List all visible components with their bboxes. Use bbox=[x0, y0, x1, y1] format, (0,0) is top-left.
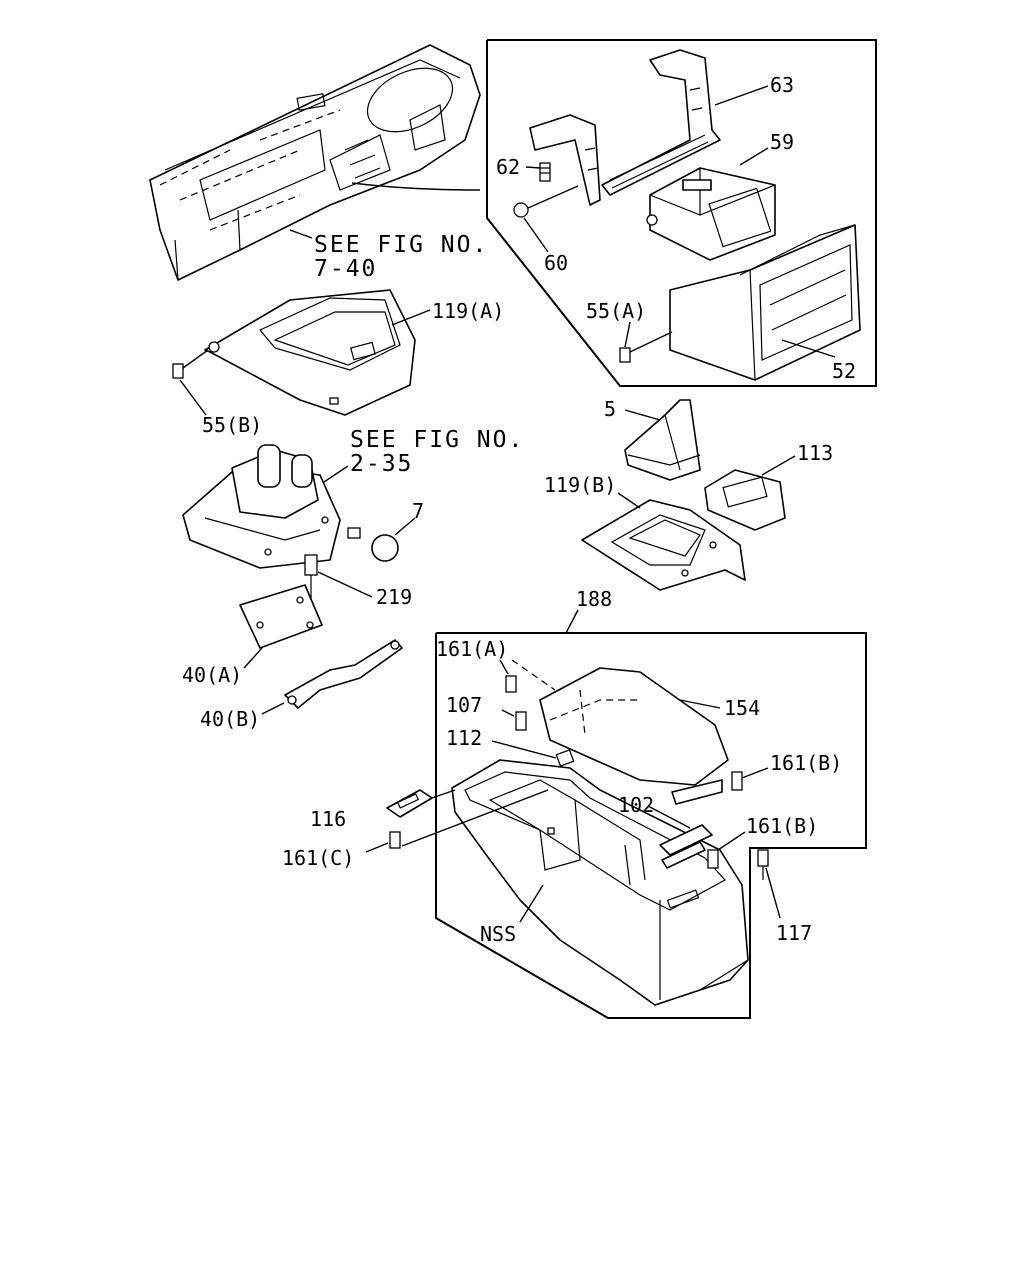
callout-117: 117 bbox=[776, 921, 812, 945]
screw-161c: 161(C) bbox=[282, 789, 549, 870]
screw-161b-upper: 161(B) bbox=[731, 751, 842, 791]
callout-161b-upper: 161(B) bbox=[770, 751, 842, 775]
console-box-nss: NSS bbox=[451, 759, 749, 1006]
callout-116: 116 bbox=[310, 807, 346, 831]
shift-bezel-119b: 119(B) bbox=[544, 473, 746, 591]
callout-5: 5 bbox=[604, 397, 616, 421]
see-fig-2-35: SEE FIG NO. 2-35 bbox=[317, 427, 524, 487]
screw-107: 107 bbox=[446, 693, 527, 731]
callout-113: 113 bbox=[797, 441, 833, 465]
callout-62: 62 bbox=[496, 155, 520, 179]
screw-117: 117 bbox=[757, 849, 812, 945]
clip-112: 112 bbox=[446, 726, 575, 767]
knob-7: 7 bbox=[347, 499, 424, 562]
see-fig-7-40: SEE FIG NO. 7-40 bbox=[289, 229, 488, 282]
bracket-40a: 40(A) bbox=[182, 584, 323, 687]
callout-161b-lower: 161(B) bbox=[746, 814, 818, 838]
screw-161a: 161(A) bbox=[436, 637, 556, 693]
callout-102: 102 bbox=[618, 793, 654, 817]
bracket-102: 102 bbox=[618, 793, 713, 869]
callout-188: 188 bbox=[576, 587, 612, 611]
callout-219: 219 bbox=[376, 585, 412, 609]
callout-161a: 161(A) bbox=[436, 637, 508, 661]
callout-52: 52 bbox=[832, 359, 856, 383]
radio-bracket-group: 63 62 60 59 52 55(A) bbox=[486, 39, 877, 387]
callout-154: 154 bbox=[724, 696, 760, 720]
shifter-housing bbox=[182, 444, 341, 569]
bracket-40b: 40(B) bbox=[200, 639, 403, 731]
callout-112: 112 bbox=[446, 726, 482, 750]
callout-7: 7 bbox=[412, 499, 424, 523]
callout-161c: 161(C) bbox=[282, 846, 354, 870]
callout-63: 63 bbox=[770, 73, 794, 97]
bolt-219: 219 bbox=[304, 554, 412, 620]
callout-55a: 55(A) bbox=[586, 299, 646, 323]
callout-119b: 119(B) bbox=[544, 473, 616, 497]
callout-119a: 119(A) bbox=[432, 299, 504, 323]
instrument-panel bbox=[149, 44, 481, 281]
console-bezel-113: 113 bbox=[704, 441, 833, 531]
callout-60: 60 bbox=[544, 251, 568, 275]
callout-55b: 55(B) bbox=[202, 413, 262, 437]
callout-59: 59 bbox=[770, 130, 794, 154]
ref-text-line1: SEE FIG NO. bbox=[314, 232, 488, 258]
ref-text-line1: SEE FIG NO. bbox=[350, 427, 524, 453]
callout-40b: 40(B) bbox=[200, 707, 260, 731]
screw-161b-lower: 161(B) bbox=[707, 814, 818, 869]
ref-text-line2: 2-35 bbox=[350, 451, 413, 477]
console-cover-119a: 119(A) 55(B) bbox=[172, 289, 504, 437]
callout-107: 107 bbox=[446, 693, 482, 717]
console-group-188: 188 bbox=[435, 587, 867, 1019]
clip-116: 116 bbox=[310, 789, 456, 831]
shift-boot-5: 5 bbox=[604, 397, 701, 481]
armrest-lid-154: 154 bbox=[539, 667, 760, 805]
callout-nss: NSS bbox=[480, 922, 516, 946]
callout-40a: 40(A) bbox=[182, 663, 242, 687]
ref-text-line2: 7-40 bbox=[314, 256, 377, 282]
